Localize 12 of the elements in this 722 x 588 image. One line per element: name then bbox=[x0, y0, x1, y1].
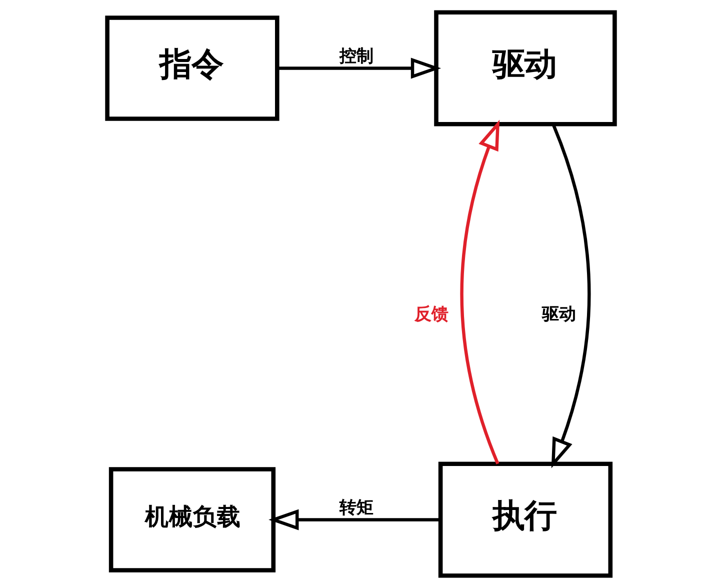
edge-label: 转矩 bbox=[340, 498, 374, 518]
node-box: 指令 bbox=[105, 16, 280, 121]
edge-label: 反馈 bbox=[414, 304, 448, 325]
node-box: 机械负载 bbox=[108, 467, 276, 572]
node-box: 驱动 bbox=[434, 10, 617, 126]
node-box: 执行 bbox=[438, 462, 613, 578]
edge-label: 驱动 bbox=[542, 304, 576, 325]
arrow bbox=[460, 120, 500, 464]
edge-label: 控制 bbox=[340, 46, 374, 67]
arrow bbox=[551, 124, 591, 468]
arrow bbox=[277, 58, 442, 79]
arrow bbox=[268, 509, 440, 530]
